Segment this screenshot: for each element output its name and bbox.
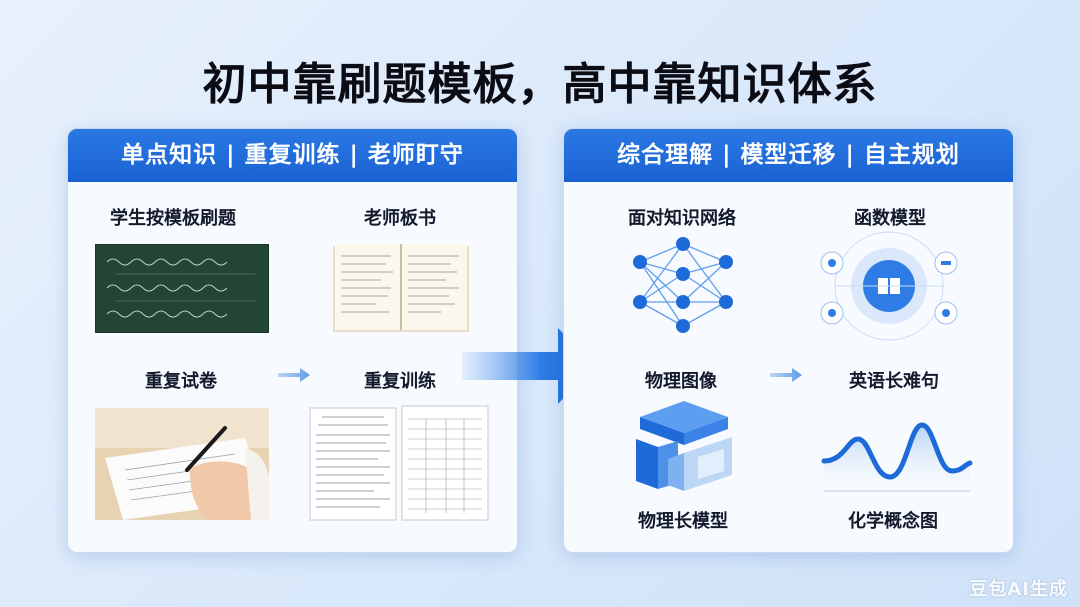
label-physics-graph: 物理图像 [645,371,717,392]
left-panel-header: 单点知识 | 重复训练 | 老师盯守 [68,129,517,182]
notebook-image [333,244,469,332]
right-panel: 综合理解 | 模型迁移 | 自主规划 面对知识网络 函数模型 物理图像 [563,128,1014,553]
label-english-sentence: 英语长难句 [849,371,939,392]
page-title: 初中靠刷题模板，高中靠知识体系 [202,59,878,110]
knowledge-network-icon [633,237,733,333]
label-repeated-papers: 重复试卷 [145,371,217,392]
label-template-drill: 学生按模板刷题 [110,208,236,229]
right-arrow-icon [770,368,802,382]
left-panel: 单点知识 | 重复训练 | 老师盯守 学生按模板刷题 老师板书 重复试卷 [67,128,518,553]
wave-chart-icon [821,422,973,492]
physics-model-icon [636,401,732,491]
transition-arrow-icon [462,328,594,404]
label-function-model: 函数模型 [854,208,926,229]
right-panel-header: 综合理解 | 模型迁移 | 自主规划 [564,129,1013,182]
left-arrow-icon [278,368,310,382]
label-chemistry-concept-map: 化学概念图 [848,511,938,532]
blackboard-image [95,244,269,333]
exam-papers-image [309,405,489,521]
label-repeated-training: 重复训练 [364,371,436,392]
label-knowledge-network: 面对知识网络 [628,208,736,229]
student-writing-image [95,408,269,520]
label-physics-long-model: 物理长模型 [638,511,728,532]
function-model-icon [820,231,958,341]
label-blackboard-notes: 老师板书 [364,208,436,229]
watermark: 豆包AI生成 [969,579,1068,600]
